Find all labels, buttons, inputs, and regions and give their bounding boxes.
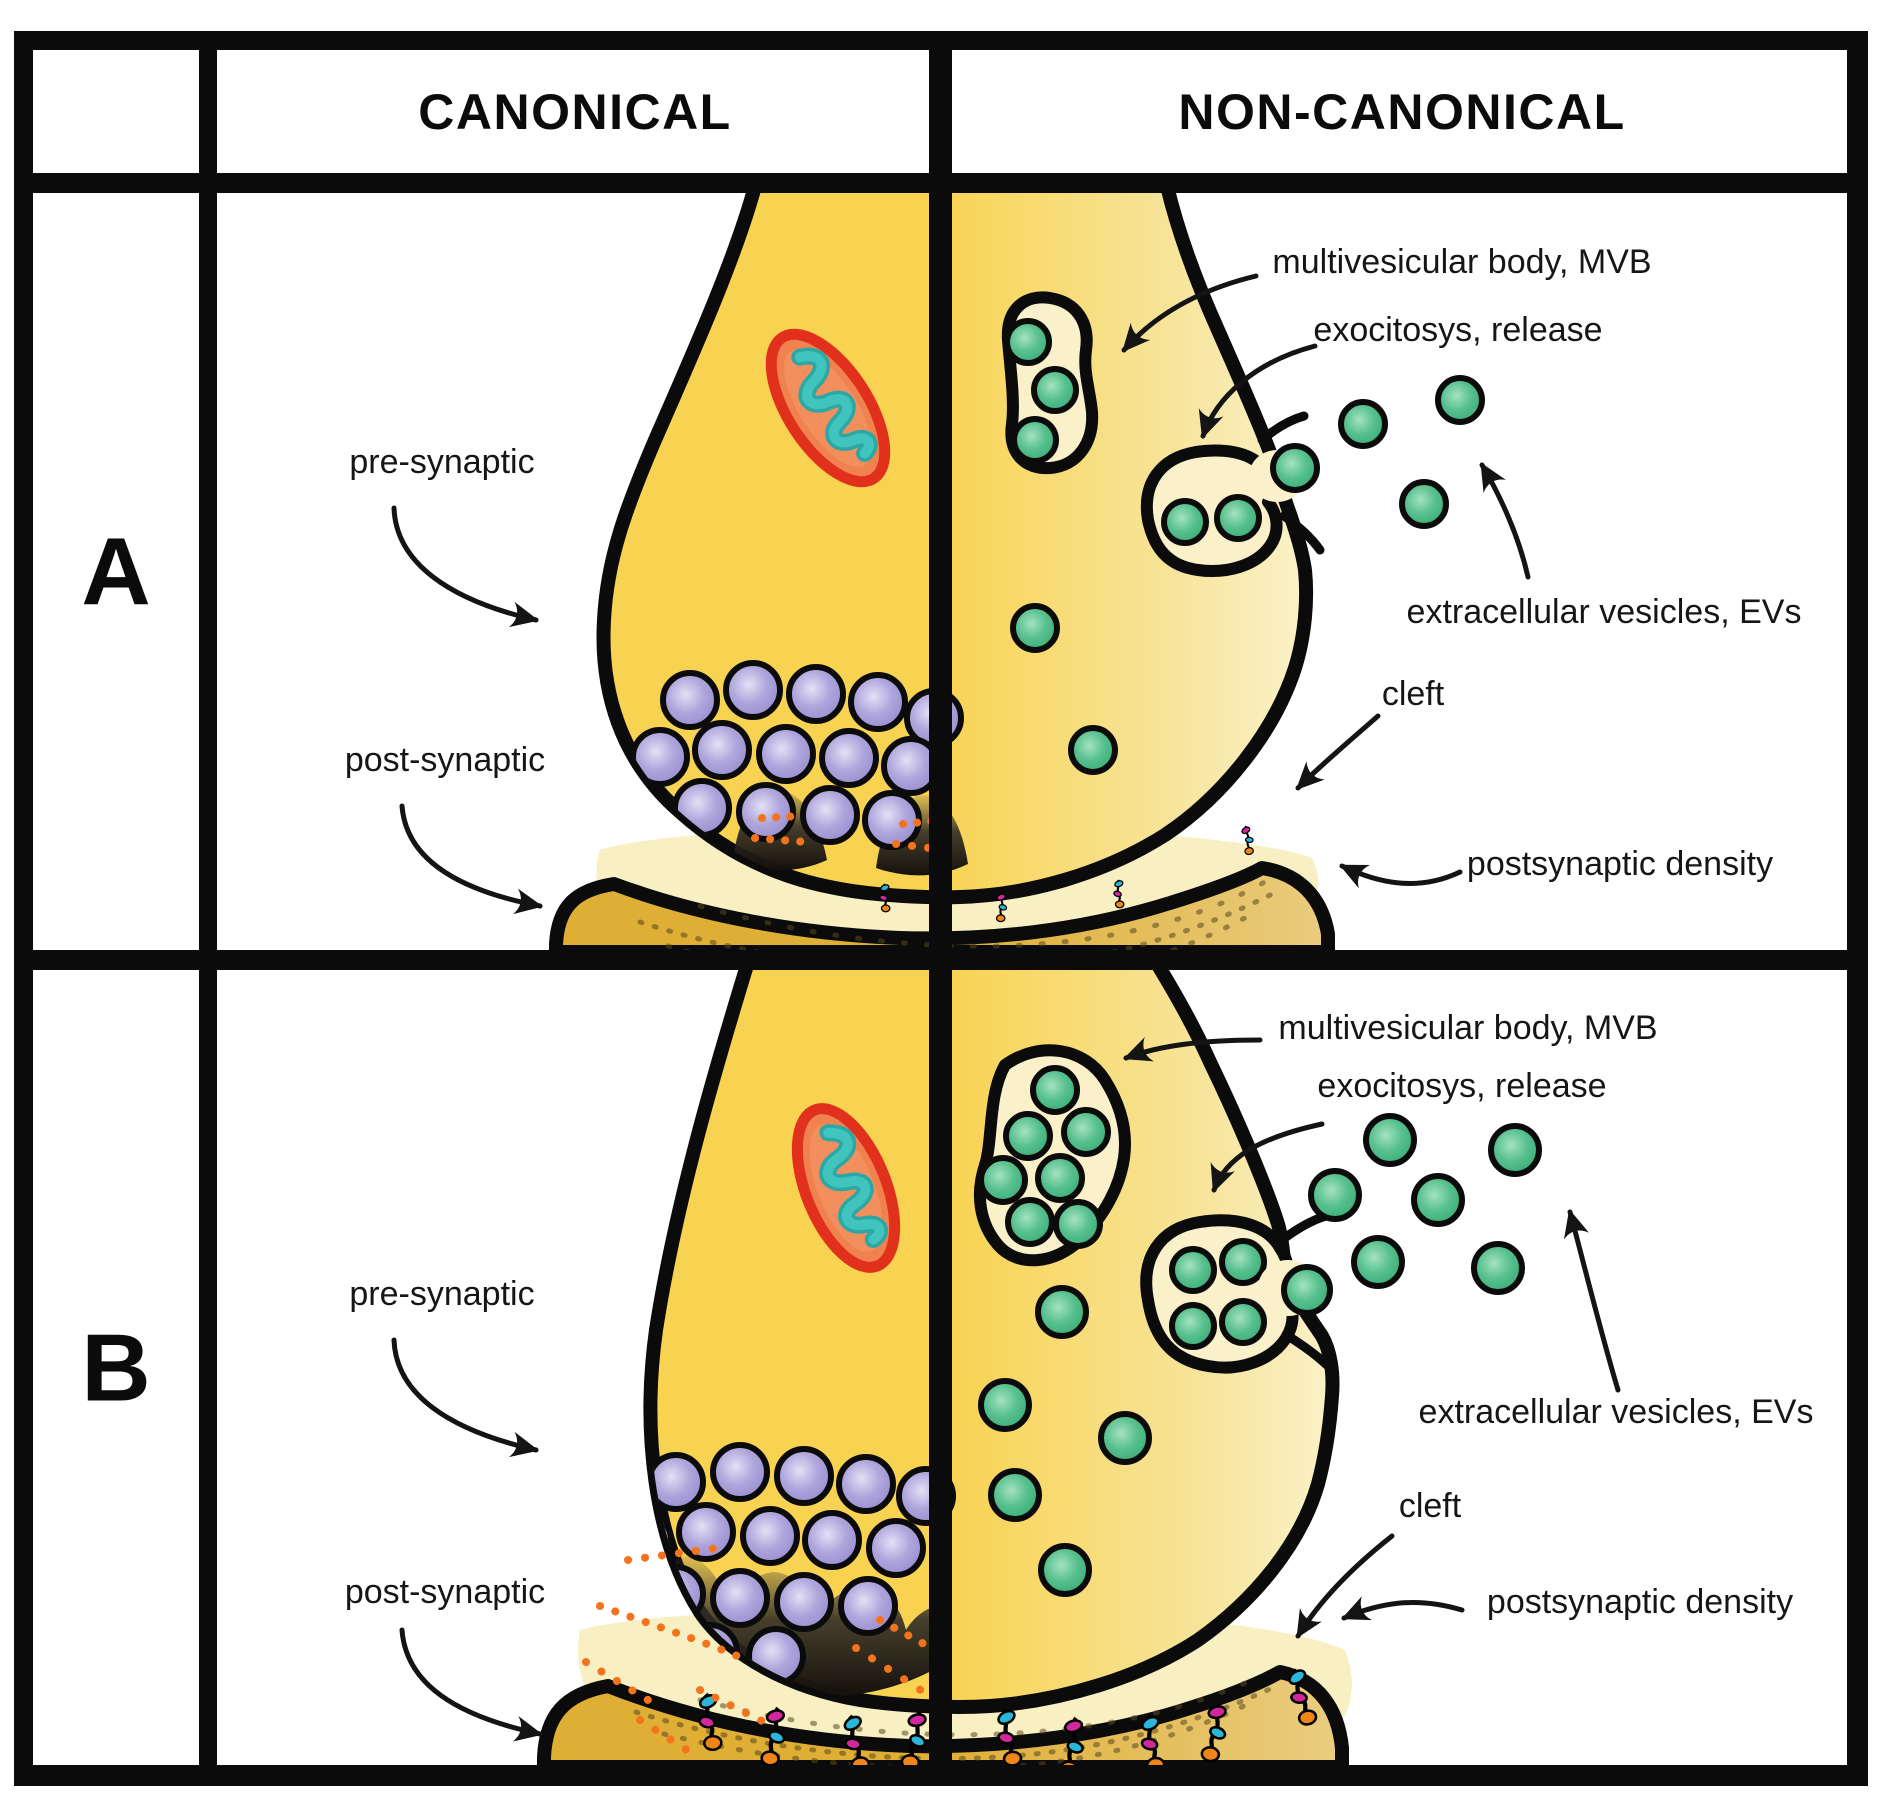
neurotransmitter-dots <box>751 812 951 854</box>
annotation-arrows <box>391 273 1531 915</box>
annotation-post-synaptic: post-synaptic <box>345 1573 545 1611</box>
annotation-mvb: multivesicular body, MVB <box>1278 1009 1657 1047</box>
free-green-vesicles <box>1010 603 1118 775</box>
exocytosis-site <box>1140 411 1325 577</box>
extracellular-vesicles <box>1338 375 1485 529</box>
panel-a: pre-synaptic post-synaptic multivesicula… <box>345 179 1802 990</box>
column-header-non-canonical: NON-CANONICAL <box>1178 84 1625 140</box>
released-vesicle <box>1281 1264 1333 1316</box>
synaptic-vesicle-cluster-purple <box>630 660 964 850</box>
annotation-evs: extracellular vesicles, EVs <box>1419 1393 1814 1431</box>
annotation-psd: postsynaptic density <box>1467 845 1773 883</box>
column-header-canonical: CANONICAL <box>418 84 731 140</box>
annotation-psd: postsynaptic density <box>1487 1583 1793 1621</box>
released-vesicle <box>1270 443 1320 493</box>
neurotransmitter-dots <box>582 1544 940 1756</box>
column-separator <box>929 31 952 1786</box>
frame-left <box>14 31 33 1786</box>
exocytosis-site <box>1140 1211 1335 1374</box>
row-label-b: B <box>81 1315 150 1422</box>
annotation-exocytosis: exocitosys, release <box>1317 1067 1606 1105</box>
label-column-separator <box>199 31 217 1786</box>
annotation-pre-synaptic: pre-synaptic <box>349 443 534 481</box>
annotation-post-synaptic: post-synaptic <box>345 741 545 779</box>
annotation-cleft: cleft <box>1382 675 1445 713</box>
multivesicular-body <box>1001 291 1099 475</box>
row-label-a: A <box>81 519 150 626</box>
annotation-arrows <box>391 1037 1621 1742</box>
panel-b: pre-synaptic post-synaptic multivesicula… <box>345 955 1814 1776</box>
frame-right <box>1847 31 1868 1786</box>
multivesicular-body <box>973 1044 1131 1267</box>
annotation-pre-synaptic: pre-synaptic <box>349 1275 534 1313</box>
free-green-vesicles <box>978 1285 1152 1597</box>
extracellular-vesicles <box>1308 1113 1542 1295</box>
annotation-evs: extracellular vesicles, EVs <box>1407 593 1802 631</box>
annotation-mvb: multivesicular body, MVB <box>1272 243 1651 281</box>
annotation-exocytosis: exocitosys, release <box>1313 311 1602 349</box>
annotation-cleft: cleft <box>1399 1487 1462 1525</box>
grid-frame <box>14 31 1868 1786</box>
